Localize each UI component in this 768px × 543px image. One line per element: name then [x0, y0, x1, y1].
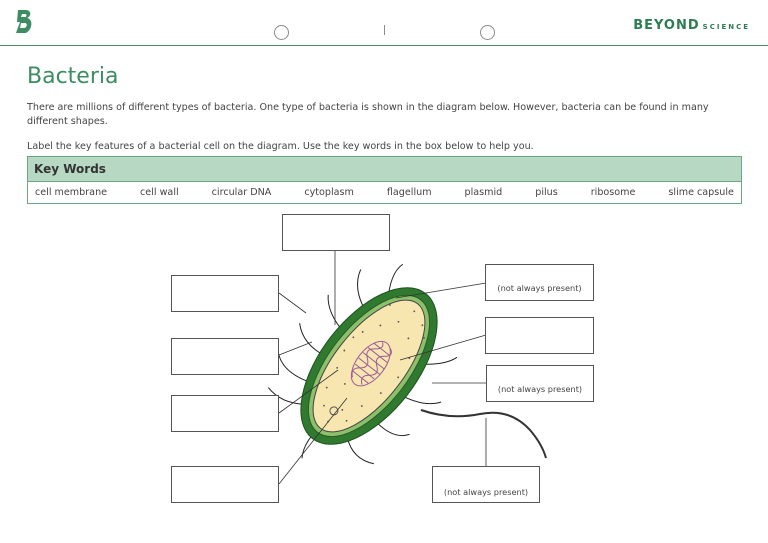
key-words-list: cell membrane cell wall circular DNA cyt…: [28, 182, 741, 204]
key-word: cytoplasm: [304, 187, 354, 198]
key-word: ribosome: [590, 187, 636, 198]
ribosome-dots: [323, 304, 425, 423]
nav-dot-right: [480, 25, 495, 40]
key-word: flagellum: [386, 187, 432, 198]
key-word: pilus: [535, 187, 558, 198]
bacterium-cell: [267, 263, 458, 465]
beyond-logo-icon: [14, 9, 34, 39]
label-box-left-1[interactable]: [171, 275, 279, 312]
key-word: plasmid: [464, 187, 503, 198]
label-box-top[interactable]: [282, 214, 390, 251]
key-word: cell membrane: [35, 187, 108, 198]
nav-dot-left: [274, 25, 289, 40]
label-box-right-3[interactable]: (not always present): [486, 365, 594, 402]
brand-sub: SCIENCE: [702, 23, 750, 31]
label-box-left-2[interactable]: [171, 338, 279, 375]
label-box-right-2[interactable]: [485, 317, 594, 354]
page-title: Bacteria: [27, 64, 119, 89]
instruction-text: Label the key features of a bacterial ce…: [27, 141, 534, 152]
brand-main: BEYOND: [633, 18, 700, 33]
plasmid-shape: [329, 406, 339, 416]
circular-dna-shape: [350, 340, 392, 387]
intro-text: There are millions of different types of…: [27, 102, 709, 127]
flagellum-shape: [420, 409, 547, 459]
key-word: circular DNA: [211, 187, 272, 198]
label-box-left-3[interactable]: [171, 395, 279, 432]
label-lines: [278, 251, 487, 485]
key-word: slime capsule: [668, 187, 734, 198]
label-box-bottom[interactable]: (not always present): [432, 466, 540, 503]
key-words-heading: Key Words: [28, 157, 741, 182]
key-word: cell wall: [140, 187, 179, 198]
divider-tick: [384, 25, 385, 35]
key-words-box: Key Words cell membrane cell wall circul…: [27, 156, 742, 204]
label-box-left-4[interactable]: [171, 466, 279, 503]
label-box-right-1[interactable]: (not always present): [485, 264, 594, 301]
